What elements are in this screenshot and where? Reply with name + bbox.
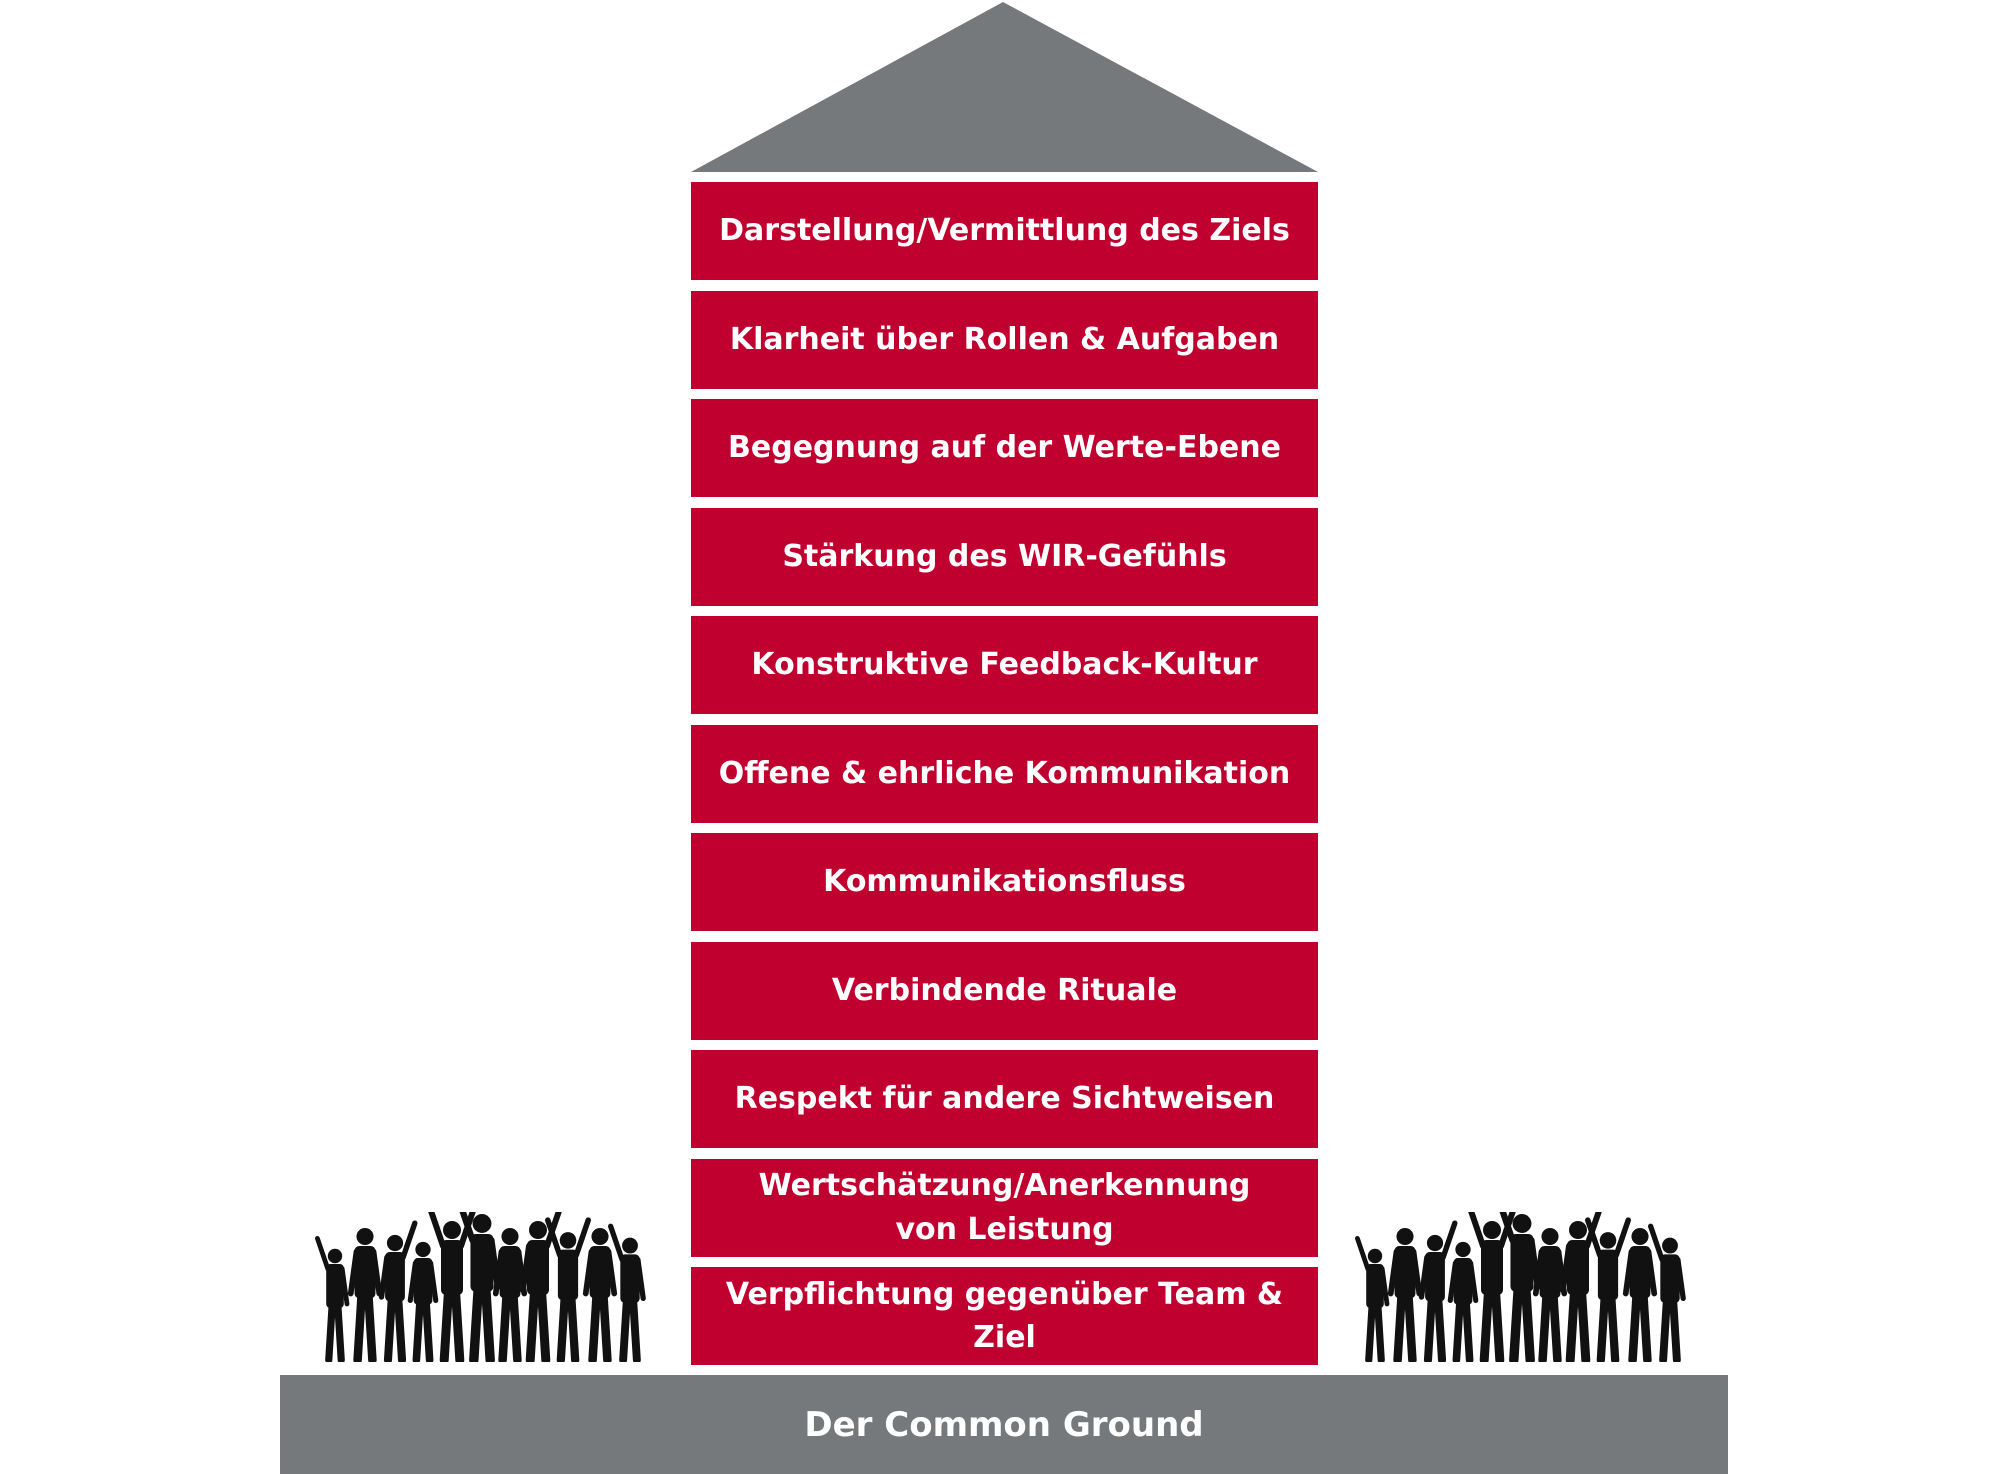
house-block: Konstruktive Feedback-Kultur bbox=[691, 616, 1318, 714]
house-block: Offene & ehrliche Kommunikation bbox=[691, 724, 1318, 823]
house-block: Wertschätzung/Anerkennung von Leistung bbox=[691, 1158, 1318, 1257]
house-block: Verpflichtung gegenüber Team & Ziel bbox=[691, 1267, 1318, 1365]
roof-triangle bbox=[691, 2, 1318, 172]
house-block: Kommunikationsfluss bbox=[691, 833, 1318, 931]
ground-label: Der Common Ground bbox=[804, 1404, 1204, 1445]
house-block: Stärkung des WIR-Gefühls bbox=[691, 507, 1318, 606]
house-block: Darstellung/Vermittlung des Ziels bbox=[691, 182, 1318, 280]
house-block: Respekt für andere Sichtweisen bbox=[691, 1050, 1318, 1148]
crowd-left-silhouette-icon bbox=[315, 1212, 646, 1362]
ground-bar: Der Common Ground bbox=[280, 1375, 1728, 1474]
house-block: Klarheit über Rollen & Aufgaben bbox=[691, 290, 1318, 389]
house-block: Verbindende Rituale bbox=[691, 941, 1318, 1040]
house-block: Begegnung auf der Werte-Ebene bbox=[691, 399, 1318, 497]
crowd-right-silhouette-icon bbox=[1355, 1212, 1686, 1362]
